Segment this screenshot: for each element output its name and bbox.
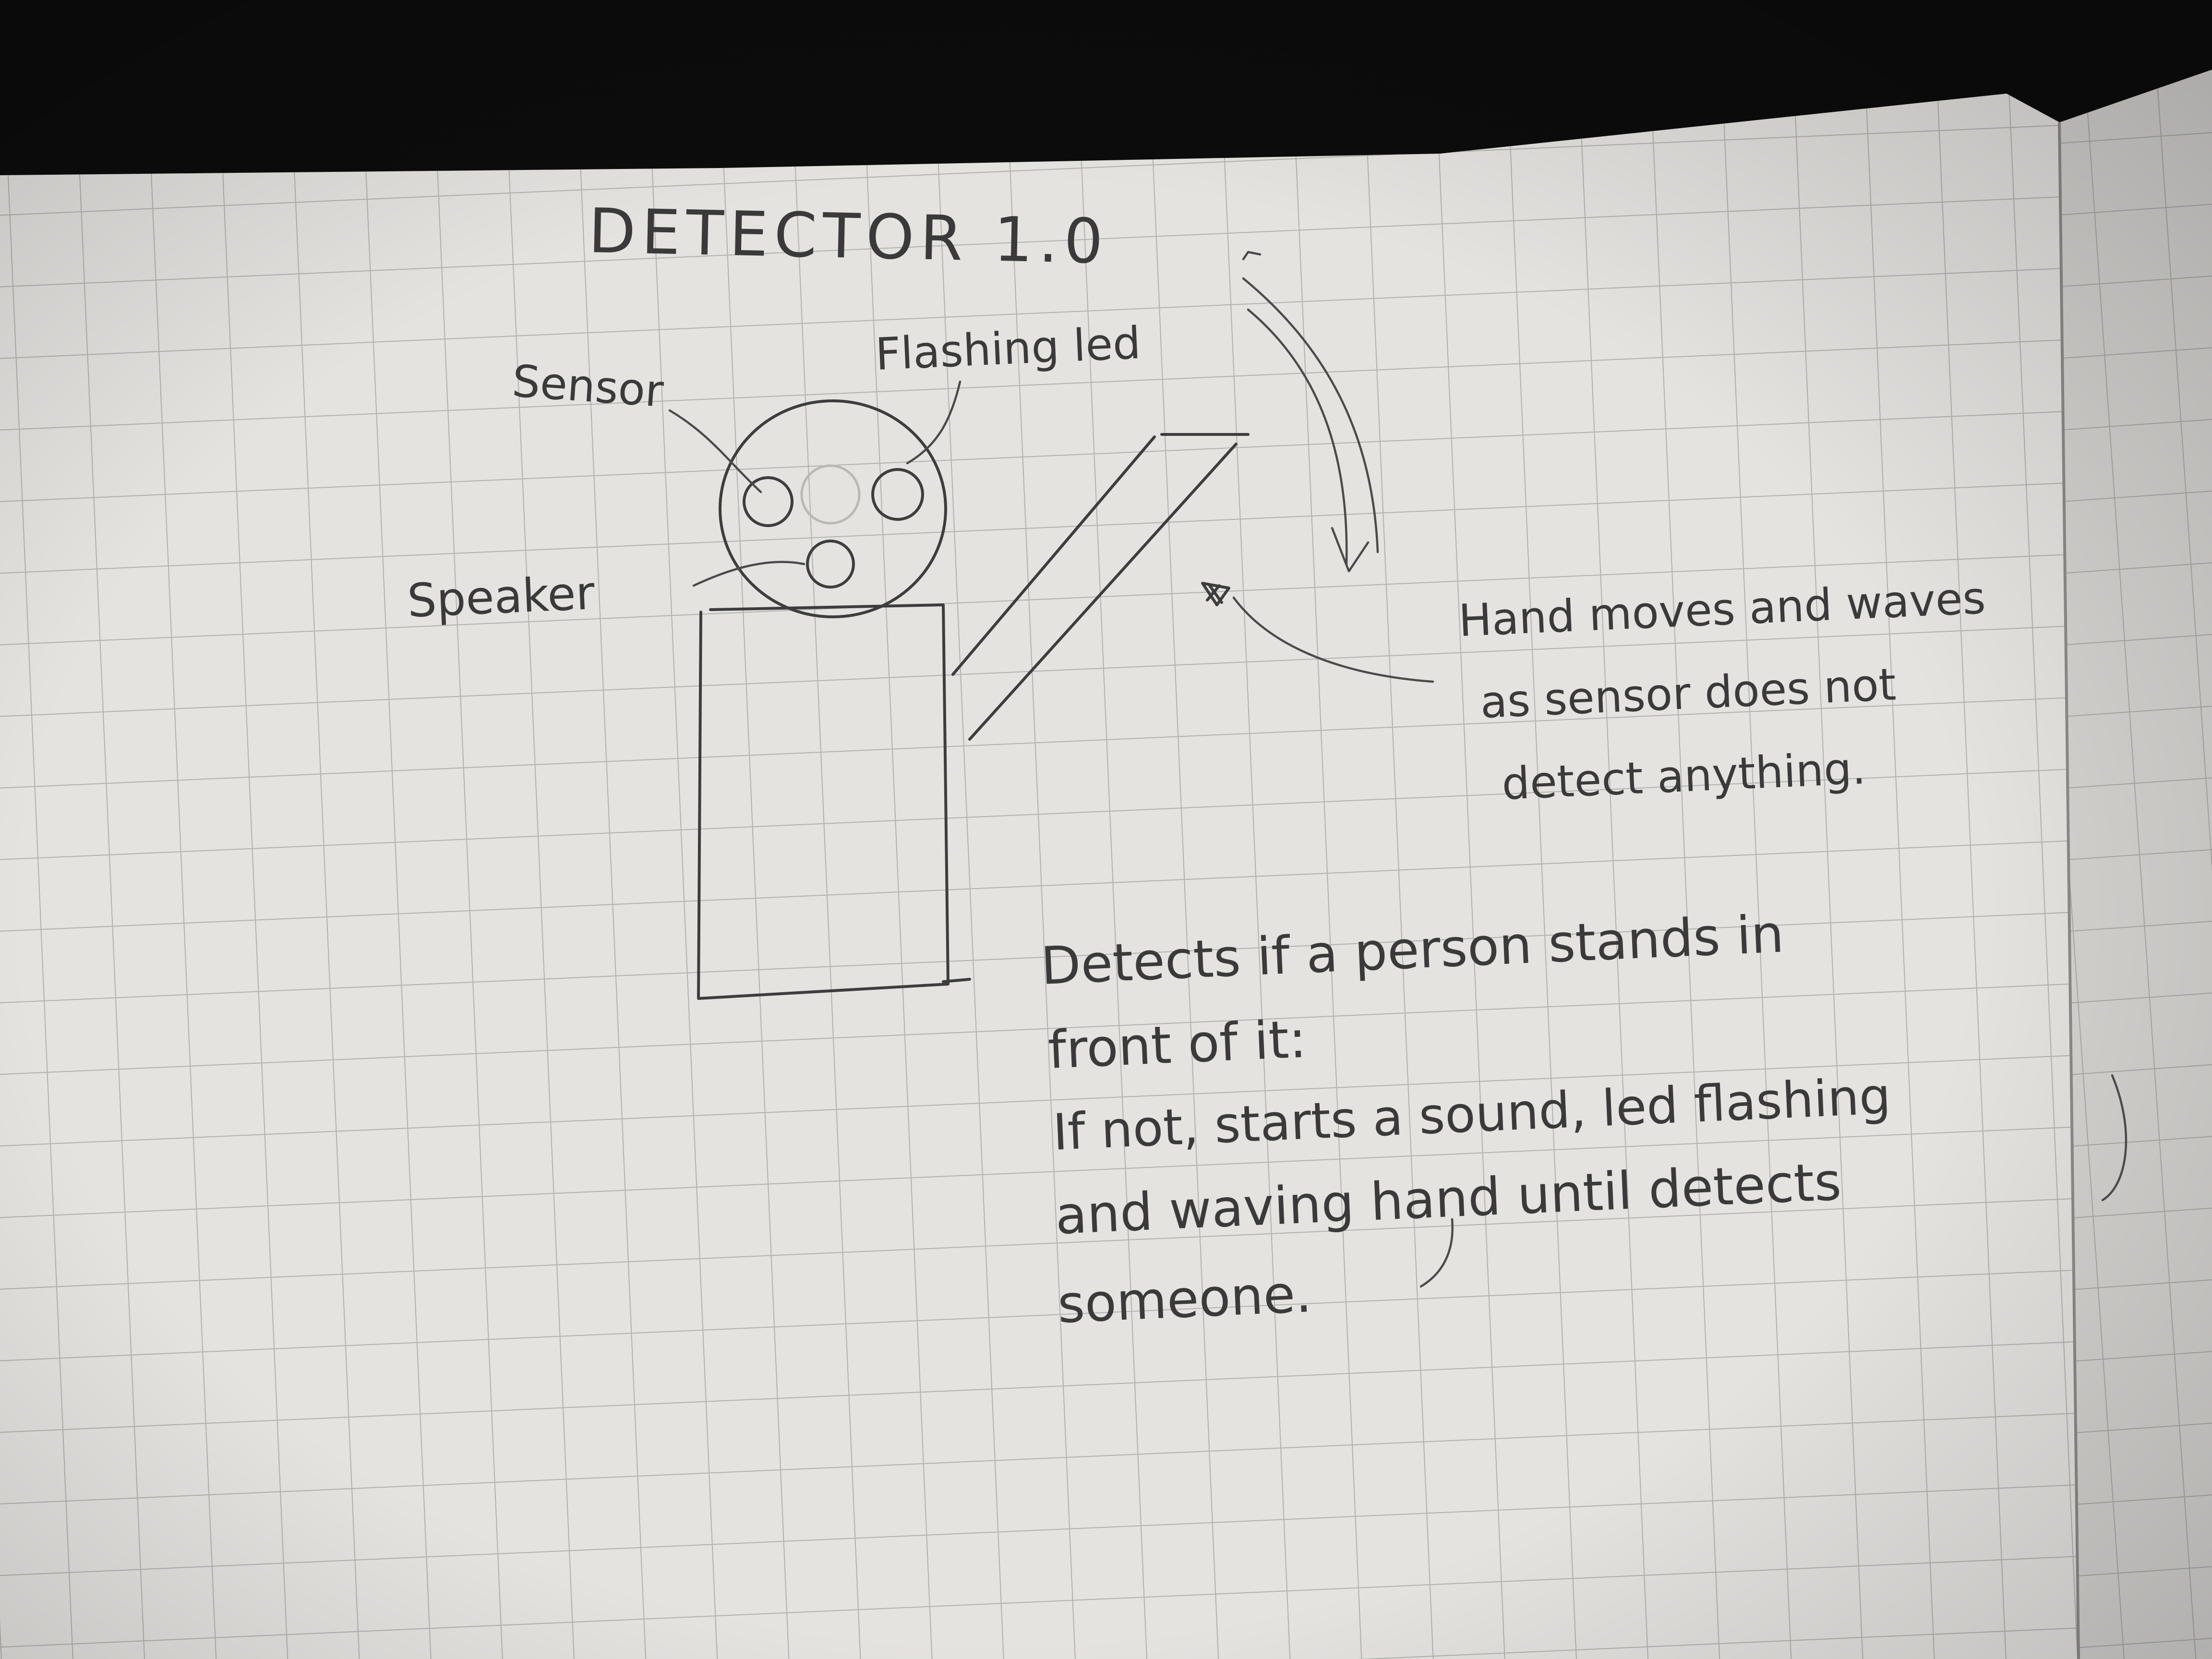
insert-mark xyxy=(1419,1218,1454,1288)
label-speaker: Speaker xyxy=(406,566,596,628)
insert-mark xyxy=(2101,1074,2128,1202)
center-component xyxy=(800,464,861,525)
label-sensor: Sensor xyxy=(510,355,665,417)
speaker-pointer xyxy=(692,561,805,587)
waving-arm xyxy=(951,433,1250,741)
label-flashing-led: Flashing led xyxy=(874,317,1142,380)
hand-pointer xyxy=(1232,596,1434,683)
speaker-component xyxy=(806,540,855,589)
description-line: front of it: xyxy=(1047,1010,1308,1081)
sketch-title: DETECTOR 1.0 xyxy=(588,195,1109,278)
detector-sketch: DETECTOR 1.0 Sensor Flashi xyxy=(406,195,2128,1335)
description-line: someone. xyxy=(1057,1264,1313,1335)
led-pointer xyxy=(906,380,962,465)
motion-arrow xyxy=(1242,251,1379,573)
led-component xyxy=(871,468,924,521)
hand-icon xyxy=(1201,582,1230,606)
detector-head xyxy=(719,399,947,618)
detector-body xyxy=(697,603,971,1000)
sensor-component xyxy=(743,476,793,527)
sensor-pointer xyxy=(668,409,762,493)
